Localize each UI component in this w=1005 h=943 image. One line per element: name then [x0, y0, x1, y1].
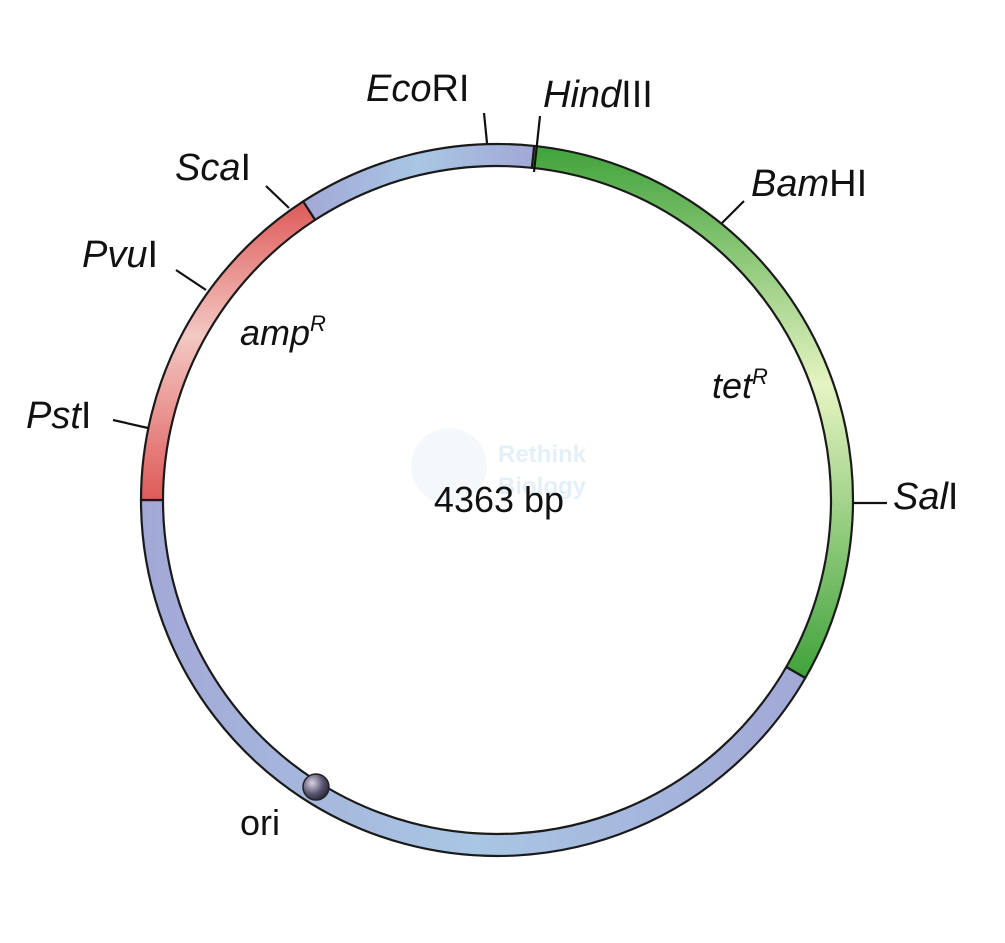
site-ticks [112, 112, 887, 505]
site-label-ecori: EcoRI [366, 68, 469, 110]
gene-label-amp: ampR [240, 311, 326, 353]
watermark-line2: Biology [498, 473, 587, 500]
tick-pvui [175, 269, 207, 291]
gene-label-tet: tetR [712, 364, 768, 406]
site-label-pvui: PvuI [82, 234, 158, 276]
ori-label: ori [240, 802, 280, 843]
watermark-logo-icon [411, 428, 487, 504]
backbone-segment-top [302, 142, 536, 221]
watermark-line1: Rethink [498, 441, 587, 468]
plasmid-size-label: 4363 bp [434, 479, 564, 520]
amp-resistance-gene-segment [139, 200, 317, 502]
site-label-scai: ScaI [175, 147, 251, 189]
plasmid-ring [139, 142, 855, 858]
site-label-sali: SalI [893, 476, 958, 518]
site-label-bamhi: BamHI [751, 163, 867, 205]
tick-ecori [482, 112, 489, 144]
site-label-hindiii: HindIII [543, 74, 653, 116]
tick-scai [265, 185, 290, 209]
tick-bamhi [721, 200, 745, 224]
tick-hindiii [532, 115, 542, 173]
ori-marker [302, 773, 330, 801]
watermark: Rethink Biology [411, 428, 587, 504]
site-label-psti: PstI [26, 395, 91, 437]
tet-resistance-gene-segment [530, 144, 855, 680]
tick-psti [112, 418, 149, 430]
